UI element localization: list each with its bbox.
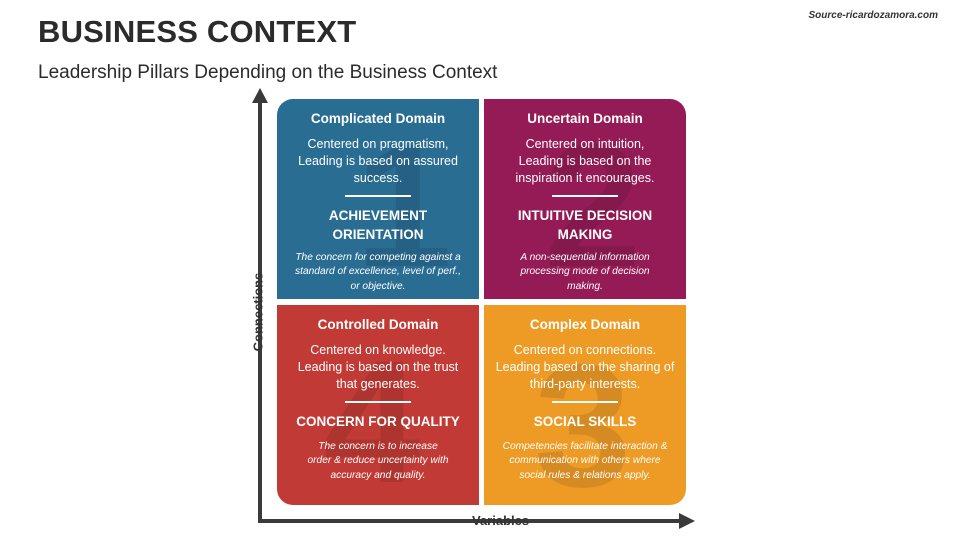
quadrant-complex-domain: 3 Complex Domain Centered on connections… [484,305,686,505]
quadrant-divider [552,401,618,403]
page-title: BUSINESS CONTEXT [38,14,357,49]
x-axis-arrow-icon [679,513,695,529]
quadrant-note: The concern for competing against a stan… [295,251,461,292]
quadrant-pillar: ACHIEVEMENT ORIENTATION [328,207,428,242]
page-subtitle: Leadership Pillars Depending on the Busi… [38,62,498,83]
quadrant-number: 3 [534,329,632,505]
quadrant-description: Centered on pragmatism, Leading is based… [298,137,458,185]
quadrant-heading: Complicated Domain [310,111,446,126]
quadrant-note: The concern is to increase order & reduc… [307,440,449,481]
quadrant-pillar: INTUITIVE DECISION MAKING [517,207,653,242]
quadrant-description: Centered on connections. Leading based o… [495,343,675,391]
quadrant-note: Competencies facilitate interaction & co… [502,440,668,481]
quadrant-description: Centered on knowledge. Leading is based … [297,343,459,391]
quadrant-uncertain-domain: 2 Uncertain Domain Centered on intuition… [484,99,686,299]
quadrant-heading: Uncertain Domain [527,111,643,126]
quadrant-controlled-domain: 4 Controlled Domain Centered on knowledg… [277,305,479,505]
quadrant-description: Centered on intuition, Leading is based … [515,137,655,185]
source-credit: Source-ricardozamora.com [808,10,939,21]
quadrant-complicated-domain: 1 Complicated Domain Centered on pragmat… [277,99,479,299]
quadrant-heading: Controlled Domain [317,317,439,332]
quadrant-number: 2 [544,109,642,299]
quadrant-number: 4 [323,325,421,505]
quadrant-note: A non-sequential information processing … [520,251,650,292]
quadrant-divider [552,195,618,197]
quadrant-divider [345,401,411,403]
quadrant-divider [345,195,411,197]
y-axis-label: Connections [250,272,266,352]
quadrant-number: 1 [355,109,453,299]
quadrant-pillar: SOCIAL SKILLS [533,413,637,429]
quadrant-heading: Complex Domain [529,317,641,332]
x-axis-label: Variables [472,513,530,528]
quadrant-pillar: CONCERN FOR QUALITY [296,413,460,429]
y-axis-arrow-icon [252,88,268,103]
